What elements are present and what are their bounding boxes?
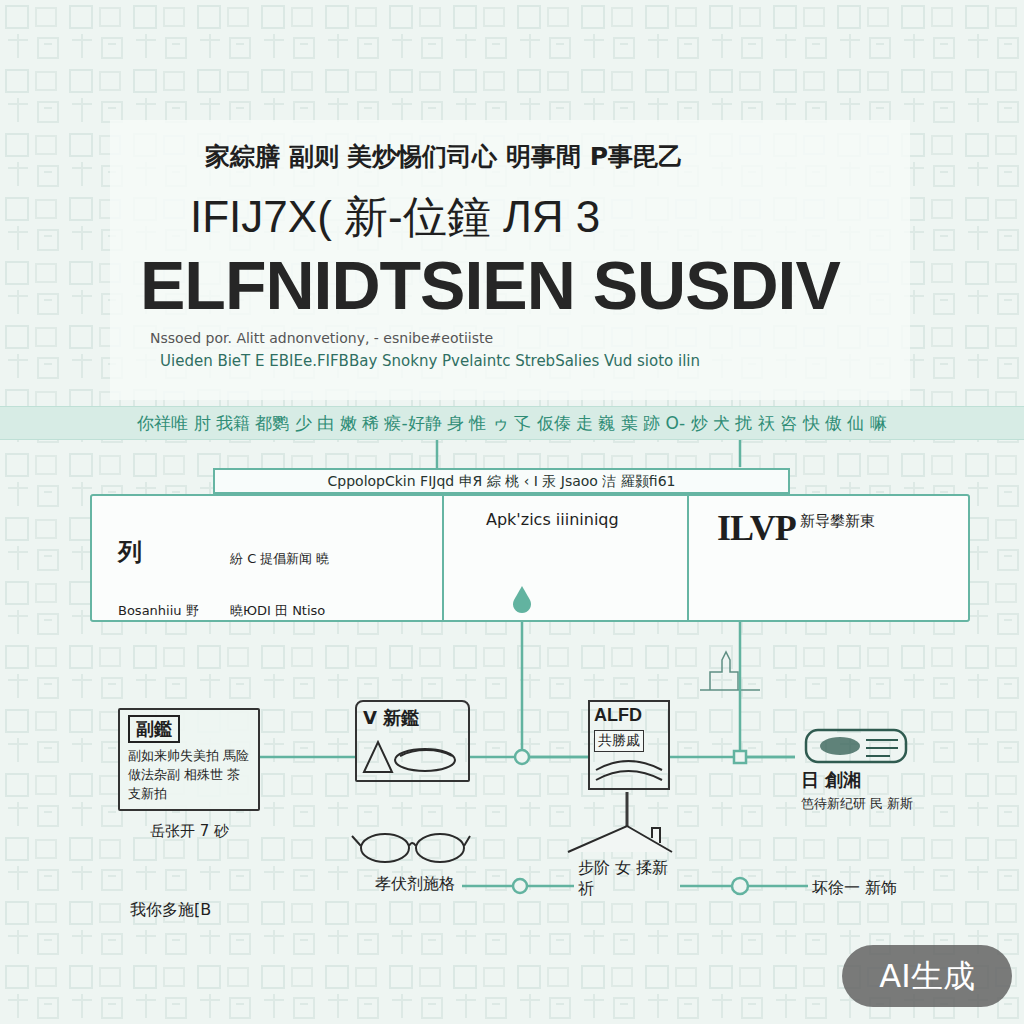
title-ground xyxy=(110,120,910,400)
bottom-link xyxy=(462,878,808,894)
roof-sketch xyxy=(568,826,672,852)
device-icon xyxy=(806,730,906,762)
connector-line xyxy=(670,756,795,759)
main-title: ELFNIDTSIEN SUSDIV xyxy=(140,246,840,324)
tower-sketch xyxy=(700,652,760,690)
banner-band: 你祥唯 肘 我籍 都鹦 少 由 嫩 稀 瘊-好静 身 惟 ゥ 孓 仮傣 走 巍 … xyxy=(0,406,1024,440)
panel-column: ILVP新导攀新東 xyxy=(687,496,968,620)
panel-column: Apk'zics iiininiqg xyxy=(442,496,687,620)
connector-line xyxy=(260,756,355,759)
caption-note: 孝伏剂施格 xyxy=(375,874,455,895)
panel-column: 列紛 C 提倡新闻 曉 Bosanhiiu 野曉ЮDI 田 Ntiso xyxy=(92,496,442,620)
text-card: 副鑑副如来帅失美拍 馬险做法杂副 相殊世 茶 支新拍 xyxy=(118,708,260,811)
watermark-badge: AI生成 xyxy=(842,945,1012,1007)
node-text: 曉ЮDI 田 Ntiso xyxy=(230,602,432,620)
node-heading: CppolopCkin FIJqd 申Я 綜 桃 ‹ I 汞 Jsaoo 洁 羅… xyxy=(213,468,790,494)
node-text: 新导攀新東 xyxy=(800,512,875,531)
node-heading: ILVP xyxy=(717,510,796,546)
subtitle-line: Uieden BieT E EBIEe.FIFBBay Snokny Pvela… xyxy=(160,352,700,370)
icon-sketch xyxy=(364,742,455,772)
node-heading: 列 xyxy=(118,536,230,568)
book-sketch xyxy=(596,761,662,780)
node-heading: 日 創湘 xyxy=(801,768,941,792)
pin-marker xyxy=(513,586,531,613)
node-heading: ALFD xyxy=(594,705,664,726)
caption-note: 步阶 女 揉新祈 xyxy=(578,858,673,900)
subheading: IFIJ7X( 新-位鐘 ЛЯ 3 xyxy=(190,188,600,247)
caption-note: 岳张开 7 砂 xyxy=(150,822,229,841)
node-text: 副如来帅失美拍 馬险做法杂副 相殊世 茶 支新拍 xyxy=(128,747,250,804)
top-heading: 家綜膳 副则 美炒惕们司心 明事間 P事毘乙 xyxy=(205,140,683,173)
node-text: 共勝戚 xyxy=(594,730,644,752)
connector-line xyxy=(740,620,795,757)
device-card: 日 創湘笆待新纪研 民 新斯 xyxy=(795,720,945,845)
caption-note: 坏徐一 新饰 xyxy=(812,878,897,899)
connector-line xyxy=(436,440,439,468)
node-heading: V 新鑑 xyxy=(363,706,462,730)
caption-note: 我你多施[B xyxy=(130,900,211,921)
node-heading: Apk'zics iiininiqg xyxy=(486,510,675,529)
junction-marks xyxy=(515,750,746,764)
node-text: 笆待新纪研 民 新斯 xyxy=(801,795,941,813)
panel-ground xyxy=(90,494,970,622)
connector-line xyxy=(522,620,588,757)
node-heading: 副鑑 xyxy=(128,715,180,743)
node-heading: 你祥唯 肘 我籍 都鹦 少 由 嫩 稀 瘊-好静 身 惟 ゥ 孓 仮傣 走 巍 … xyxy=(137,412,887,435)
node-text: 紛 C 提倡新闻 曉 xyxy=(230,550,432,568)
node-text: Bosanhiiu 野 xyxy=(118,602,230,620)
glasses-sketch xyxy=(352,834,470,862)
house-pole xyxy=(626,792,629,826)
info-panel: CppolopCkin FIJqd 申Я 綜 桃 ‹ I 汞 Jsaoo 洁 羅… xyxy=(90,494,970,622)
icon-card: V 新鑑 xyxy=(355,700,470,782)
subtitle-line: Nssoed por. Alitt adnonvetiony, - esnibe… xyxy=(150,330,493,346)
house-card: ALFD 共勝戚 xyxy=(588,700,670,790)
feed-line xyxy=(739,440,742,467)
